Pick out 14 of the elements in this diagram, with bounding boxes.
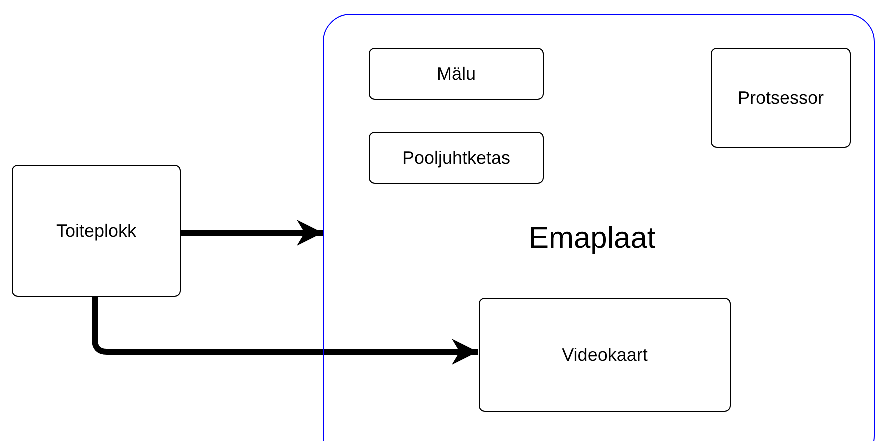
process-box: [711, 48, 851, 148]
box-label: Pooljuhtketas: [402, 146, 511, 170]
group-label: Emaplaat: [529, 221, 656, 257]
box-label: Videokaart: [562, 344, 648, 366]
process-box: [12, 165, 181, 297]
group-container: [323, 14, 875, 441]
process-box: [369, 132, 544, 184]
box-label: Toiteplokk: [56, 220, 137, 243]
arrow: [181, 220, 323, 246]
process-box: [479, 298, 731, 412]
box-label: Protsessor: [738, 86, 824, 110]
box-label: Mälu: [436, 62, 476, 86]
arrow: [92, 297, 478, 365]
process-box: [369, 48, 544, 100]
